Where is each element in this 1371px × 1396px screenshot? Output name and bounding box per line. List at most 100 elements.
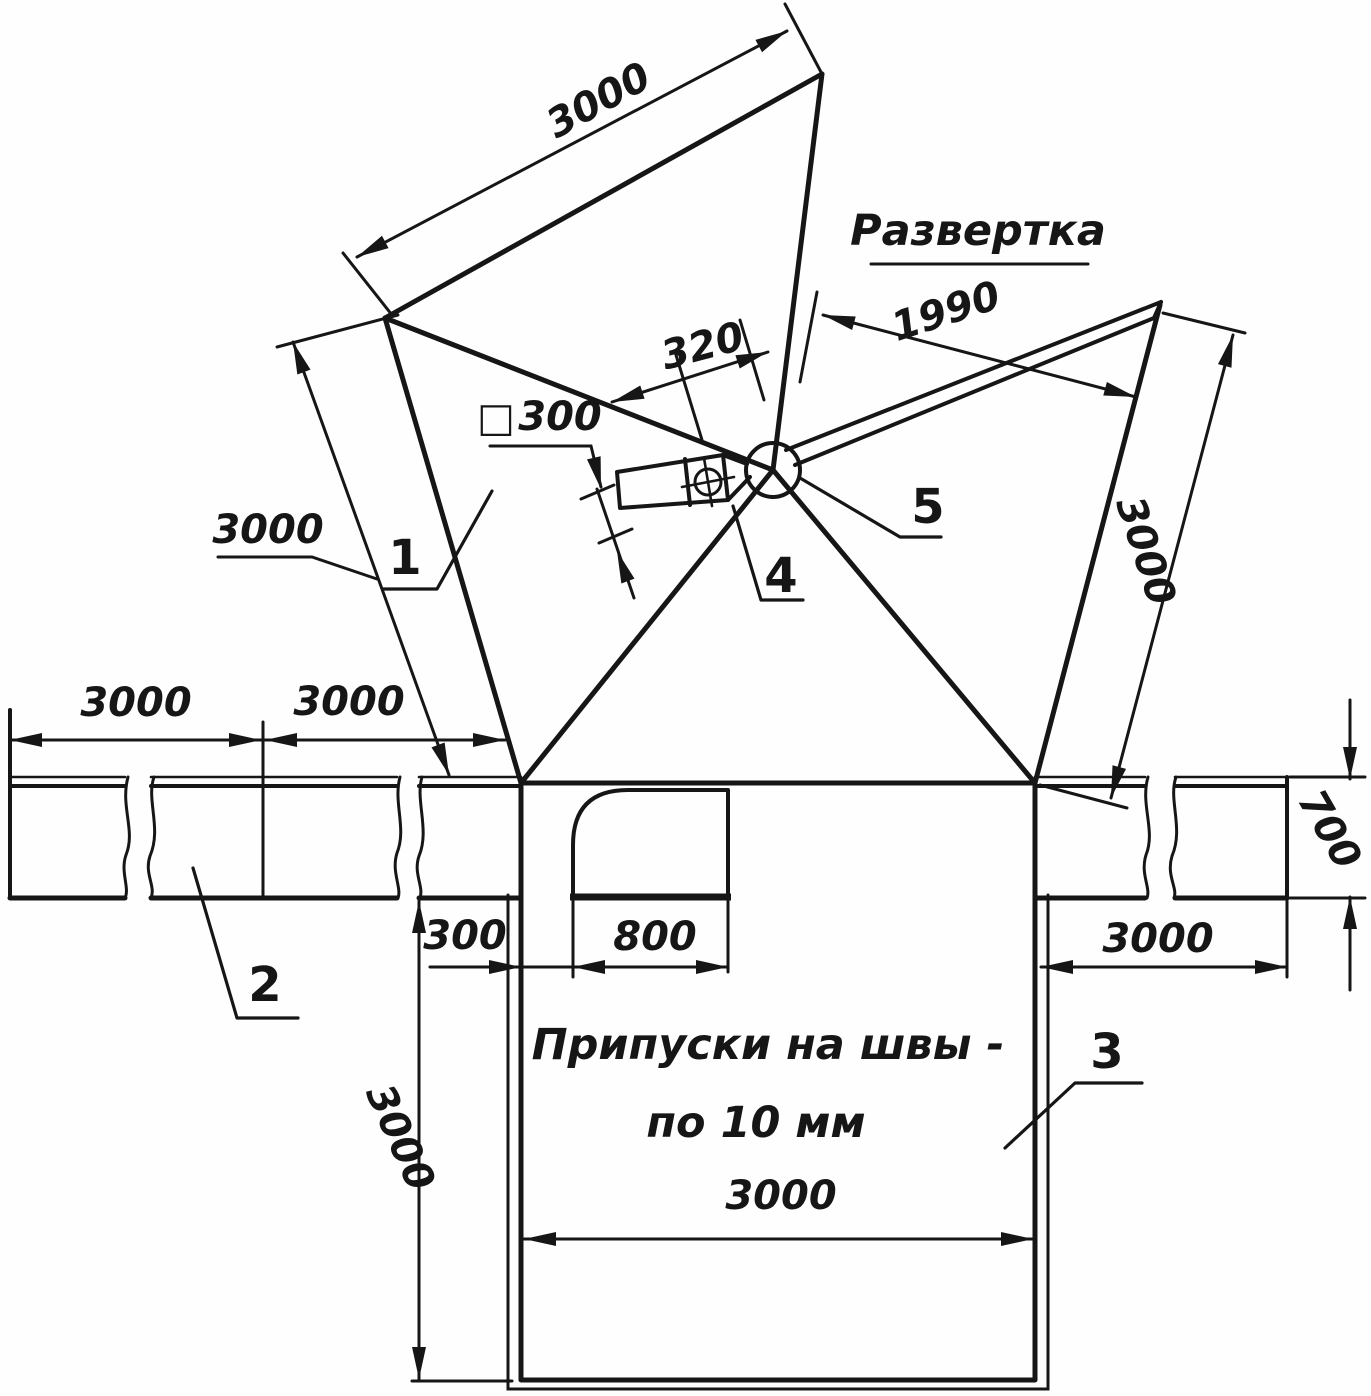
part-label-2: 2 (248, 957, 281, 1013)
extension-line (1038, 783, 1129, 810)
back-panel-seam-allowance (506, 893, 1050, 1391)
dimension-arrowhead (265, 733, 297, 747)
dimension-arrowhead (1111, 765, 1127, 798)
dimension-arrowhead (293, 342, 311, 375)
grommet-cross-v (702, 456, 714, 508)
extension-line (275, 313, 400, 349)
dim-back-width: 3000 (725, 1173, 836, 1219)
dimension-arrowhead (823, 315, 856, 331)
dimension-arrowhead (524, 1232, 556, 1246)
dimension-arrowhead (755, 31, 787, 53)
dimension-arrowhead (1001, 1232, 1033, 1246)
seam-note-line2: по 10 мм (646, 1098, 865, 1148)
leader-part-3 (1003, 1081, 1144, 1150)
extension-line (783, 2, 824, 76)
break-line (1168, 775, 1179, 900)
leader-part-5 (798, 476, 943, 539)
square-300-leader (488, 444, 603, 489)
dimension-arrowhead (473, 733, 505, 747)
extension-line (798, 290, 819, 384)
break-line (122, 775, 131, 900)
dim-strip-height: 700 (1288, 782, 1370, 877)
leader-part-1 (381, 489, 494, 591)
dim-door-offset: 300 (423, 913, 507, 959)
dimension-arrowhead (412, 901, 426, 933)
dimension-arrowhead (1343, 747, 1357, 779)
break-line (393, 775, 403, 900)
dimension-arrowhead (10, 733, 42, 747)
vent-flap-divider (683, 457, 692, 507)
dim-top-edge: 3000 (539, 54, 659, 148)
dimension-arrowhead (573, 960, 605, 974)
grommet-icon (693, 467, 723, 497)
dimension-arrowhead (612, 385, 645, 402)
front-panel-left-fold (518, 467, 776, 786)
break-line (146, 775, 157, 900)
dim-ridge-length: 1990 (886, 273, 1006, 351)
dimension-arrowhead (1255, 960, 1287, 974)
dim-back-height: 3000 (356, 1078, 443, 1198)
leader-part-4 (731, 504, 805, 602)
seam-note-line1: Припуски на швы - (532, 1020, 1005, 1070)
dim-left-strip-b: 3000 (293, 679, 404, 725)
dimension-arrowhead (1343, 897, 1357, 929)
dimension-arrowhead (412, 1347, 426, 1379)
dim-right-strip: 3000 (1102, 916, 1213, 962)
extension-line (674, 353, 704, 442)
left-3000-leader (216, 555, 379, 581)
panel-outlines (382, 71, 1163, 786)
ridge-sliver-lower-edge (793, 316, 1156, 467)
top-panel-right-fold (770, 71, 825, 473)
flap-connector (721, 453, 749, 466)
dimension-arrowhead (586, 456, 601, 489)
labels: Развертка 3000 3000 3000 3000 300 800 30… (80, 54, 1370, 1219)
back-panel-outline (506, 780, 1050, 1391)
dim-line-top-3000 (355, 29, 789, 259)
dimension-arrowhead (431, 742, 449, 775)
top-panel-outer-edge (382, 71, 825, 321)
left-panel-top-fold (382, 315, 776, 473)
dimension-arrowhead (489, 960, 521, 974)
dimension-lines (8, 29, 1352, 1381)
extension-line (341, 251, 394, 317)
dimension-arrowhead (1041, 960, 1073, 974)
hem-strips (7, 708, 1290, 901)
flap-width-tick (597, 527, 634, 545)
arrowheads (10, 31, 1357, 1379)
part-leaders (191, 476, 1144, 1150)
part-label-3: 3 (1090, 1024, 1123, 1080)
break-line (415, 775, 425, 900)
flap-width-dim-line (595, 487, 636, 600)
ridge-sliver-upper-edge (784, 300, 1163, 452)
right-panel-outer-edge (1032, 302, 1163, 786)
front-panel-right-fold (770, 467, 1038, 786)
part-label-4: 4 (764, 548, 797, 604)
dimension-arrowhead (696, 960, 728, 974)
ridge-sliver-tip (1152, 300, 1163, 320)
dim-line-1990 (821, 313, 1138, 399)
break-line (1142, 775, 1151, 900)
dimension-arrowhead (229, 733, 261, 747)
dimension-arrowhead (1103, 381, 1136, 397)
left-panel-outer-edge (382, 315, 524, 786)
apex-detail (615, 441, 802, 510)
part-label-1: 1 (388, 530, 421, 586)
dim-line-right-3000 (1109, 333, 1235, 800)
dimension-arrowhead (357, 235, 389, 257)
leader-part-2 (191, 866, 300, 1020)
part-label-5: 5 (911, 479, 944, 535)
door-outline (571, 788, 730, 898)
dimension-arrowhead (735, 352, 768, 369)
flap-connector (726, 475, 752, 502)
dim-door-width: 800 (613, 914, 697, 960)
dimension-arrowhead (1217, 335, 1233, 368)
dim-line-left-3000 (291, 340, 451, 777)
dim-flap-offset: 320 (656, 313, 749, 379)
dim-flap-square: 300 (518, 394, 602, 440)
dim-left-edge: 3000 (212, 507, 323, 553)
extension-line (1161, 311, 1247, 335)
apex-ring (744, 441, 802, 499)
dim-left-strip-a: 3000 (80, 680, 191, 726)
